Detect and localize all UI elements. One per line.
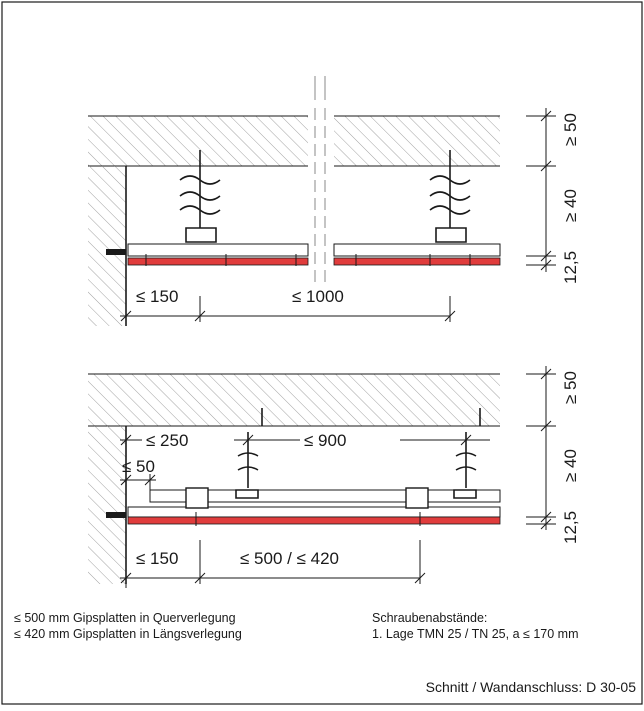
hanger-right-top xyxy=(429,150,471,243)
profile-clips xyxy=(185,487,429,509)
hanger-left-top xyxy=(179,150,221,243)
dim-bottom-board: 12,5 xyxy=(561,511,580,544)
note-right-1: 1. Lage TMN 25 / TN 25, a ≤ 170 mm xyxy=(372,627,579,641)
dim-top-edge: ≤ 150 xyxy=(136,287,178,306)
note-right-heading: Schraubenabstände: xyxy=(372,611,487,625)
bottom-section: ≤ 250 ≤ 900 ≤ 50 ≤ 150 ≤ 500 / ≤ 420 xyxy=(88,366,580,588)
dim-bottom-hanger-spacing: ≤ 900 xyxy=(304,431,346,450)
dim-bottom-wall-hanger: ≤ 250 xyxy=(146,431,188,450)
hanger-right-bottom xyxy=(453,408,481,499)
dim-top-spacing: ≤ 1000 xyxy=(292,287,344,306)
dim-top-board: 12,5 xyxy=(561,251,580,284)
note-left-2: ≤ 420 mm Gipsplatten in Längsverlegung xyxy=(14,627,242,641)
dim-top-hanger: ≥ 40 xyxy=(561,189,580,222)
ceiling-slab-bottom xyxy=(88,374,500,426)
dim-bottom-ceiling: ≥ 50 xyxy=(561,371,580,404)
dim-bottom-edge: ≤ 150 xyxy=(136,549,178,568)
gypsum-board-top xyxy=(127,257,309,266)
drawing-caption: Schnitt / Wandanschluss: D 30-05 xyxy=(426,679,637,695)
top-section: ≤ 150 ≤ 1000 ≥ 50 ≥ 40 12,5 xyxy=(88,76,580,326)
dim-bottom-hanger: ≥ 40 xyxy=(561,449,580,482)
wall-top xyxy=(88,166,126,326)
dim-top-ceiling: ≥ 50 xyxy=(561,113,580,146)
dim-bottom-profile-gap: ≤ 50 xyxy=(122,457,155,476)
note-left-1: ≤ 500 mm Gipsplatten in Querverlegung xyxy=(14,611,236,625)
wall-bottom xyxy=(88,426,126,584)
ceiling-slab-top xyxy=(88,116,500,166)
gypsum-board-bottom xyxy=(127,516,501,525)
dim-bottom-profile-spacing: ≤ 500 / ≤ 420 xyxy=(240,549,339,568)
